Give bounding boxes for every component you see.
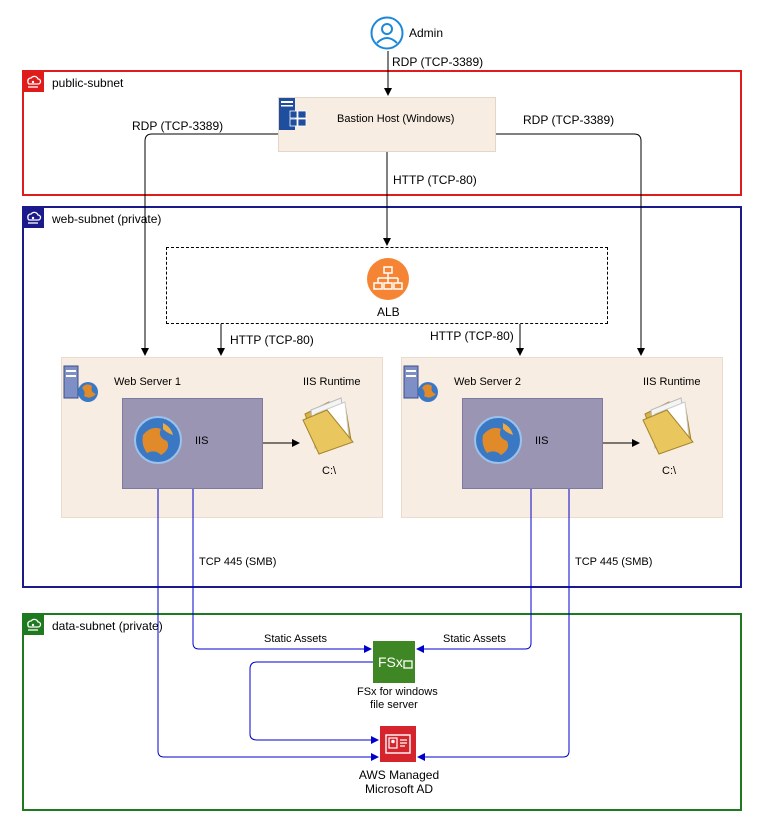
edge-label-ws2-smb: TCP 445 (SMB) xyxy=(575,556,653,568)
bastion-host-box[interactable] xyxy=(278,97,496,152)
edge-label-ws2-assets: Static Assets xyxy=(443,633,506,645)
public-subnet xyxy=(22,70,742,196)
admin-user-icon[interactable] xyxy=(370,16,404,50)
load-balancer-icon[interactable] xyxy=(366,257,410,301)
edge-fsx-ad xyxy=(249,661,379,744)
admin-label: Admin xyxy=(409,26,444,40)
edge-ws2-fsx xyxy=(416,489,532,653)
alb-group xyxy=(166,247,608,324)
web-server-2-runtime: IIS Runtime xyxy=(643,376,701,388)
edge-bastion-ws2 xyxy=(496,133,645,356)
web-server-1-folder-icon xyxy=(302,397,354,455)
svg-text:FSx: FSx xyxy=(378,654,403,670)
web-subnet xyxy=(22,206,742,588)
data-subnet xyxy=(22,613,742,811)
public-subnet-cloud-icon xyxy=(22,70,44,92)
web-subnet-label: web-subnet (private) xyxy=(52,212,162,226)
web-server-2-folder-icon xyxy=(642,397,694,455)
edge-label-ws1-assets: Static Assets xyxy=(264,633,327,645)
edge-ws1-fsx xyxy=(192,489,372,653)
web-server-1-name: Web Server 1 xyxy=(114,376,182,388)
web-server-1-drive-label: C:\ xyxy=(322,465,337,477)
data-subnet-label: data-subnet (private) xyxy=(52,619,163,633)
public-subnet-label: public-subnet xyxy=(52,76,124,90)
fsx-label-line1: FSx for windows xyxy=(357,686,438,698)
fsx-icon[interactable]: FSx xyxy=(373,641,415,683)
edge-ws1-ad xyxy=(157,489,379,761)
web-subnet-cloud-icon xyxy=(22,206,44,228)
alb-label: ALB xyxy=(377,305,400,319)
edge-label-alb-ws1: HTTP (TCP-80) xyxy=(230,333,314,347)
web-server-2-iis-label: IIS xyxy=(535,435,549,447)
web-server-1-runtime: IIS Runtime xyxy=(303,376,361,388)
edge-label-ws1-smb: TCP 445 (SMB) xyxy=(199,556,277,568)
web-server-2-icon xyxy=(403,365,438,402)
windows-server-icon xyxy=(279,98,307,130)
edge-label-alb-ws2: HTTP (TCP-80) xyxy=(430,329,514,343)
edge-bastion-ws1 xyxy=(141,133,278,356)
web-server-1-icon xyxy=(63,365,98,402)
web-server-2-drive-label: C:\ xyxy=(662,465,677,477)
edge-label-admin-bastion: RDP (TCP-3389) xyxy=(392,55,484,69)
ad-label-line2: Microsoft AD xyxy=(364,782,433,796)
web-server-2-iis-box[interactable] xyxy=(462,398,603,489)
directory-service-icon[interactable] xyxy=(380,726,416,762)
edge-label-bastion-ws1: RDP (TCP-3389) xyxy=(132,119,224,133)
bastion-host-label: Bastion Host (Windows) xyxy=(337,113,455,125)
fsx-label-line2: file server xyxy=(370,699,418,711)
web-server-1-iis-label: IIS xyxy=(195,435,209,447)
edge-ws2-ad xyxy=(417,489,570,761)
web-server-2-iis-globe-icon xyxy=(474,416,522,464)
edge-label-bastion-ws2: RDP (TCP-3389) xyxy=(523,113,615,127)
edge-label-bastion-alb: HTTP (TCP-80) xyxy=(393,173,477,187)
data-subnet-cloud-icon xyxy=(22,613,44,635)
ad-label-line1: AWS Managed xyxy=(358,768,440,782)
web-server-2-name: Web Server 2 xyxy=(454,376,522,388)
web-server-1-iis-globe-icon xyxy=(134,416,182,464)
